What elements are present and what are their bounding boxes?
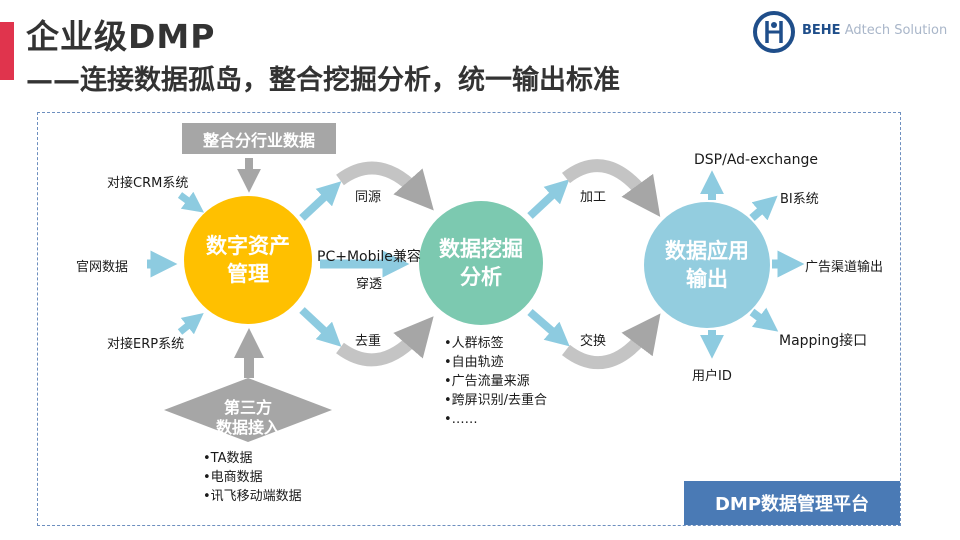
- arrow-out-bi: [749, 195, 778, 222]
- logo-light-text: Adtech Solution: [840, 23, 948, 38]
- third-party-diamond: [164, 378, 332, 442]
- node-app-line2: 输出: [686, 267, 728, 291]
- list-item: •广告流量来源: [444, 374, 530, 389]
- arrow-out-mapping: [749, 307, 779, 332]
- arc-exchange: [561, 313, 661, 370]
- third-party-line2: 数据接入: [215, 418, 280, 437]
- arc-dedupe: [336, 316, 434, 367]
- page-title: 企业级DMP: [26, 17, 216, 56]
- accent-bar: [0, 22, 14, 80]
- logo-text: BEHE Adtech Solution: [802, 23, 947, 38]
- third-party-line1: 第三方: [223, 398, 272, 417]
- erp-label: 对接ERP系统: [107, 337, 185, 352]
- arc-process: [561, 159, 661, 217]
- output-bi: BI系统: [780, 192, 819, 207]
- node-data-application: 数据应用输出: [644, 202, 770, 328]
- link-process: 加工: [580, 190, 607, 205]
- platform-frame: [37, 112, 901, 526]
- output-dsp: DSP/Ad-exchange: [694, 152, 819, 168]
- third-party-label: 第三方 数据接入: [200, 398, 296, 438]
- arc-same-source: [336, 161, 434, 211]
- company-logo: BEHE Adtech Solution: [752, 10, 952, 54]
- node-mining-line2: 分析: [460, 265, 502, 289]
- arrow-mining-down: [527, 308, 570, 347]
- list-item: •人群标签: [444, 336, 504, 351]
- link-exchange: 交换: [580, 334, 607, 349]
- industry-data-box: 整合分行业数据: [182, 123, 336, 154]
- node-data-mining: 数据挖掘分析: [419, 201, 543, 325]
- list-item: •自由轨迹: [444, 355, 504, 370]
- link-pc-mobile: PC+Mobile兼容: [317, 249, 421, 265]
- link-dedupe: 去重: [355, 334, 382, 349]
- node-asset-management: 数字资产管理: [184, 196, 312, 324]
- arrow-crm: [177, 191, 205, 213]
- node-app-line1: 数据应用: [665, 239, 749, 263]
- crm-label: 对接CRM系统: [107, 176, 189, 191]
- arrow-mining-up: [527, 179, 570, 219]
- third-party-list: •TA数据 •电商数据 •讯飞移动端数据: [203, 449, 302, 506]
- logo-mark-icon: [753, 11, 795, 53]
- list-item: •电商数据: [203, 470, 263, 485]
- arrow-asset-up: [299, 181, 342, 221]
- list-item: •TA数据: [203, 451, 253, 466]
- logo-strong-text: BEHE: [802, 23, 841, 38]
- mining-feature-list: •人群标签 •自由轨迹 •广告流量来源 •跨屏识别/去重合 •……: [444, 334, 547, 429]
- link-same-source: 同源: [355, 190, 382, 205]
- page-subtitle: ——连接数据孤岛，整合挖掘分析，统一输出标准: [26, 65, 620, 96]
- website-label: 官网数据: [76, 260, 129, 275]
- list-item: •跨屏识别/去重合: [444, 393, 548, 408]
- node-asset-line1: 数字资产: [206, 234, 290, 258]
- list-item: •……: [444, 412, 478, 427]
- arrow-erp: [177, 313, 204, 335]
- arrow-asset-down: [299, 307, 342, 347]
- node-mining-line1: 数据挖掘: [439, 237, 523, 261]
- output-mapping: Mapping接口: [779, 333, 868, 349]
- list-item: •讯飞移动端数据: [203, 489, 302, 504]
- node-asset-line2: 管理: [227, 262, 269, 286]
- output-user-id: 用户ID: [692, 369, 732, 384]
- output-ad-channel: 广告渠道输出: [805, 260, 884, 275]
- link-penetrate: 穿透: [356, 277, 383, 292]
- platform-label-box: DMP数据管理平台: [684, 481, 900, 525]
